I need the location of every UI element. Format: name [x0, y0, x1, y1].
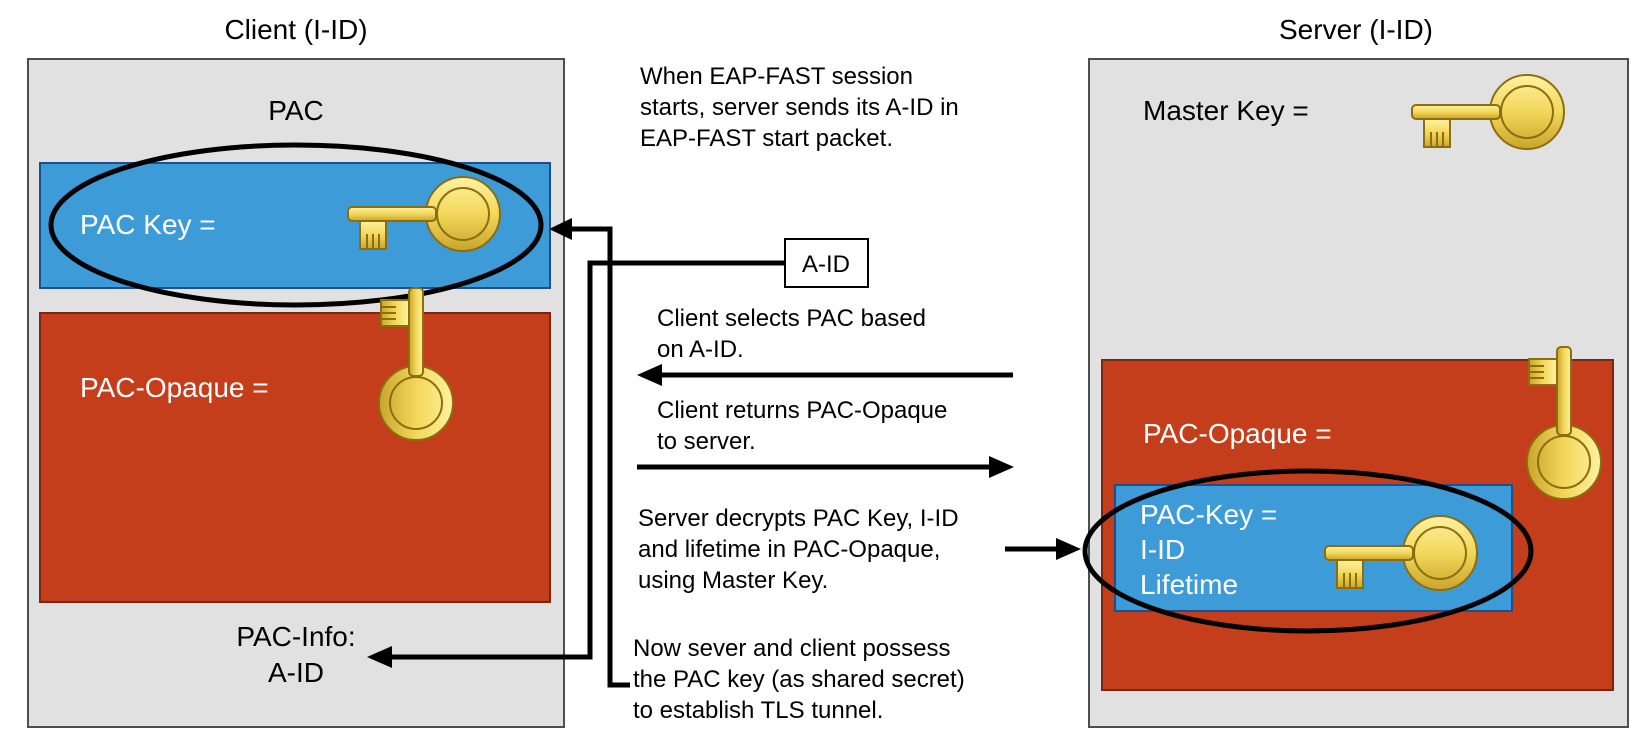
- svg-text:using Master Key.: using Master Key.: [638, 567, 828, 594]
- svg-text:Client returns PAC-Opaque: Client returns PAC-Opaque: [657, 397, 947, 424]
- server-title: Server (I-ID): [1279, 14, 1433, 45]
- pac-opaque-label: PAC-Opaque =: [80, 372, 269, 403]
- server-inner-iid: I-ID: [1140, 534, 1185, 565]
- aid-box-label: A-ID: [802, 251, 850, 278]
- step1-text: When EAP-FAST session starts, server sen…: [640, 63, 959, 152]
- step3-text: Client returns PAC-Opaque to server.: [657, 397, 947, 455]
- pac-info-label: PAC-Info:: [236, 621, 355, 652]
- return-opaque-arrowhead: [989, 456, 1014, 478]
- svg-text:starts, server sends its A-ID: starts, server sends its A-ID in: [640, 94, 959, 121]
- master-key-label: Master Key =: [1143, 95, 1309, 126]
- svg-text:on A-ID.: on A-ID.: [657, 336, 744, 363]
- pac-title: PAC: [268, 95, 324, 126]
- pac-key-label: PAC Key =: [80, 209, 216, 240]
- svg-text:to establish TLS tunnel.: to establish TLS tunnel.: [633, 697, 883, 724]
- select-pac-arrowhead: [637, 364, 662, 386]
- pac-key-highlight: [48, 142, 544, 308]
- aid-to-pacinfo-connector: [390, 260, 785, 660]
- shared-key-connector: [570, 226, 630, 688]
- pacinfo-arrowhead: [367, 646, 392, 668]
- server-pac-key-highlight: [1082, 468, 1534, 634]
- client-title: Client (I-ID): [224, 14, 367, 45]
- pac-info-aid: A-ID: [268, 657, 324, 688]
- svg-text:EAP-FAST start packet.: EAP-FAST start packet.: [640, 125, 893, 152]
- step4-text: Server decrypts PAC Key, I-ID and lifeti…: [638, 505, 959, 594]
- aid-box: [784, 238, 869, 288]
- svg-text:When EAP-FAST session: When EAP-FAST session: [640, 63, 913, 90]
- svg-text:and lifetime in PAC-Opaque,: and lifetime in PAC-Opaque,: [638, 536, 940, 563]
- step5-text: Now sever and client possess the PAC key…: [633, 635, 965, 724]
- pac-opaque-box: [39, 312, 551, 603]
- svg-text:Now sever and client possess: Now sever and client possess: [633, 635, 950, 662]
- svg-text:Client selects PAC based: Client selects PAC based: [657, 305, 926, 332]
- server-pac-opaque-label: PAC-Opaque =: [1143, 418, 1332, 449]
- server-inner-pac-key: PAC-Key =: [1140, 499, 1277, 530]
- decrypt-arrowhead: [1056, 538, 1081, 560]
- svg-text:Server decrypts PAC Key, I-ID: Server decrypts PAC Key, I-ID: [638, 505, 959, 532]
- server-inner-lifetime: Lifetime: [1140, 569, 1238, 600]
- step2-text: Client selects PAC based on A-ID.: [657, 305, 926, 363]
- svg-text:the PAC key (as shared secret): the PAC key (as shared secret): [633, 666, 965, 693]
- pac-key-arrowhead: [549, 218, 572, 240]
- svg-text:to server.: to server.: [657, 428, 756, 455]
